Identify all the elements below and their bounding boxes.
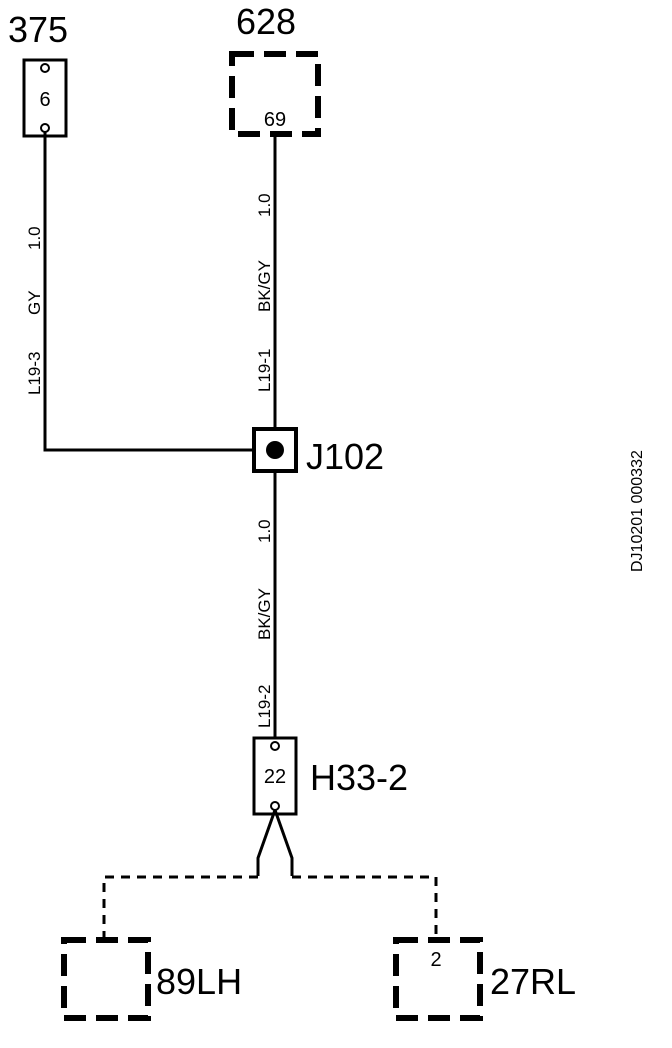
splice-j102-dot bbox=[266, 441, 284, 459]
wire-l19-1-size: 1.0 bbox=[255, 193, 274, 217]
splice-j102: J102 bbox=[252, 427, 384, 477]
wire-dashed-to-27rl bbox=[292, 875, 438, 940]
connector-27rl-label: 27RL bbox=[490, 961, 576, 1002]
connector-89lh-label: 89LH bbox=[156, 961, 242, 1002]
connector-h33-2-pin-bottom bbox=[270, 801, 280, 811]
connector-628: 628 69 bbox=[229, 1, 321, 137]
connector-375-pin-bottom bbox=[40, 123, 50, 133]
connector-27rl: 2 27RL bbox=[393, 937, 576, 1021]
wire-l19-3: L19-3 GY 1.0 bbox=[25, 132, 262, 452]
wire-l19-3-size: 1.0 bbox=[25, 226, 44, 250]
wire-split-right bbox=[273, 809, 294, 876]
wire-split-left bbox=[256, 809, 277, 876]
connector-h33-2-pin-number: 22 bbox=[264, 766, 286, 788]
connector-628-body bbox=[229, 51, 321, 137]
connector-h33-2-label: H33-2 bbox=[310, 757, 408, 798]
connector-375: 375 6 bbox=[8, 9, 68, 138]
connector-27rl-pin-number: 2 bbox=[430, 949, 441, 971]
wire-l19-1: L19-1 BK/GY 1.0 bbox=[255, 134, 277, 428]
wire-l19-2-size: 1.0 bbox=[255, 519, 274, 543]
connector-375-label: 375 bbox=[8, 9, 68, 50]
document-id: DJ10201 000332 bbox=[629, 450, 646, 572]
wire-l19-1-color: BK/GY bbox=[255, 260, 274, 312]
wire-l19-1-id: L19-1 bbox=[255, 349, 274, 392]
connector-27rl-body bbox=[393, 937, 483, 1021]
wire-l19-2: L19-2 BK/GY 1.0 bbox=[255, 471, 277, 740]
connector-h33-2: 22 H33-2 bbox=[252, 736, 408, 816]
wire-l19-3-color: GY bbox=[25, 290, 44, 315]
connector-628-label: 628 bbox=[236, 1, 296, 42]
wire-split bbox=[102, 809, 438, 940]
wire-dashed-to-89lh bbox=[102, 875, 258, 940]
connector-375-pin-number: 6 bbox=[39, 89, 50, 111]
wire-l19-3-line bbox=[43, 132, 262, 452]
connector-628-pin-number: 69 bbox=[264, 109, 286, 131]
connector-89lh: 89LH bbox=[61, 937, 242, 1021]
connector-375-pin-top bbox=[40, 63, 50, 73]
wire-l19-2-color: BK/GY bbox=[255, 588, 274, 640]
wire-l19-2-id: L19-2 bbox=[255, 685, 274, 728]
connector-h33-2-pin-top bbox=[270, 741, 280, 751]
splice-j102-label: J102 bbox=[306, 436, 384, 477]
wire-l19-3-id: L19-3 bbox=[25, 352, 44, 395]
connector-89lh-body bbox=[61, 937, 151, 1021]
